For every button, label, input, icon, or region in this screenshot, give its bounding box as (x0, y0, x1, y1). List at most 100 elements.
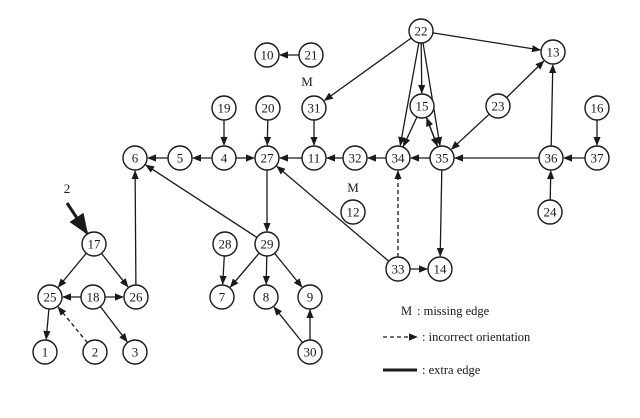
edge-15-to-34 (402, 116, 418, 148)
node-label: 26 (130, 290, 144, 305)
node-label: 10 (261, 48, 274, 63)
node-label: 23 (492, 99, 505, 114)
edge-29-to-7 (229, 252, 260, 288)
node-label: 21 (305, 48, 318, 63)
edge-35-to-15 (426, 117, 439, 148)
node-label: 37 (591, 151, 605, 166)
node-circle (584, 145, 610, 171)
node-30: 30 (297, 339, 323, 365)
node-label: 30 (304, 345, 317, 360)
node-label: 5 (177, 151, 184, 166)
node-23: 23 (485, 93, 511, 119)
edge-22-to-15 (418, 42, 426, 94)
node-34: 34 (385, 145, 411, 171)
edge-35-to-14 (436, 169, 444, 257)
node-31: 31 (301, 95, 327, 121)
edge-17-to-25 (57, 252, 87, 288)
node-label: 36 (545, 151, 559, 166)
edge-22-to-34 (398, 42, 420, 147)
node-label: 6 (132, 151, 139, 166)
node-1: 1 (32, 339, 58, 365)
node-22: 22 (408, 18, 434, 44)
node-circle (485, 93, 511, 119)
node-21: 21 (298, 42, 324, 68)
node-circle (122, 339, 148, 365)
node-12: 12 (340, 199, 366, 225)
legend-incorrect-text: : incorrect orientation (422, 330, 531, 344)
edge-23-to-13 (506, 60, 545, 99)
node-label: 2 (92, 345, 99, 360)
node-37: 37 (584, 145, 610, 171)
edges-layer (43, 32, 601, 344)
edge-18-to-3 (99, 306, 128, 343)
node-circle (409, 93, 435, 119)
node-25: 25 (37, 284, 63, 310)
node-label: 31 (308, 101, 321, 116)
node-circle (297, 284, 323, 310)
node-label: 33 (392, 262, 405, 277)
node-26: 26 (123, 284, 149, 310)
node-circle (340, 199, 366, 225)
node-circle (32, 339, 58, 365)
node-circle (81, 231, 107, 257)
node-circle (255, 95, 281, 121)
node-label: 32 (349, 151, 362, 166)
node-label: 4 (221, 151, 228, 166)
node-16: 16 (584, 95, 610, 121)
node-circle (584, 95, 610, 121)
node-circle (212, 231, 238, 257)
edge-24-to-36 (546, 170, 555, 201)
node-label: 1 (42, 345, 49, 360)
node-35: 35 (429, 145, 455, 171)
node-label: 18 (87, 290, 100, 305)
node-label: 24 (544, 205, 558, 220)
edge-33-to-27 (276, 165, 390, 262)
node-circle (123, 284, 149, 310)
edge-22-to-13 (432, 32, 542, 53)
edge-23-to-35 (450, 113, 490, 150)
node-circle (254, 231, 280, 257)
node-circle (301, 95, 327, 121)
edge-22-to-35 (422, 42, 443, 147)
node-label: 28 (219, 237, 232, 252)
node-label: 8 (263, 290, 270, 305)
node-circle (254, 145, 280, 171)
missing-mark-12: M (347, 180, 359, 195)
node-14: 14 (427, 256, 453, 282)
node-label: 16 (591, 101, 605, 116)
edge-29-to-8 (262, 255, 271, 285)
node-label: 35 (436, 151, 449, 166)
node-label: 22 (415, 24, 428, 39)
node-9: 9 (297, 284, 323, 310)
node-circle (301, 145, 327, 171)
node-circle (538, 145, 564, 171)
node-18: 18 (80, 284, 106, 310)
node-label: 25 (44, 290, 57, 305)
legend-missing-symbol: M (401, 304, 412, 318)
node-label: 34 (392, 151, 406, 166)
node-circle (253, 284, 279, 310)
node-8: 8 (253, 284, 279, 310)
edge-30-to-8 (273, 306, 304, 344)
node-11: 11 (301, 145, 327, 171)
edge-25-to-1 (43, 308, 51, 341)
node-label: 17 (88, 237, 102, 252)
node-circle (429, 145, 455, 171)
node-circle (540, 39, 566, 65)
node-label: 29 (261, 237, 274, 252)
node-4: 4 (211, 145, 237, 171)
node-circle (209, 284, 235, 310)
node-circle (122, 145, 148, 171)
node-17: 17 (81, 231, 107, 257)
node-label: 3 (132, 345, 139, 360)
node-circle (80, 284, 106, 310)
node-36: 36 (538, 145, 564, 171)
legend-missing-text: : missing edge (417, 304, 490, 318)
node-circle (167, 145, 193, 171)
node-label: 13 (547, 45, 560, 60)
node-circle (427, 256, 453, 282)
node-circle (408, 18, 434, 44)
edge-22-to-31 (323, 37, 412, 101)
node-27: 27 (254, 145, 280, 171)
